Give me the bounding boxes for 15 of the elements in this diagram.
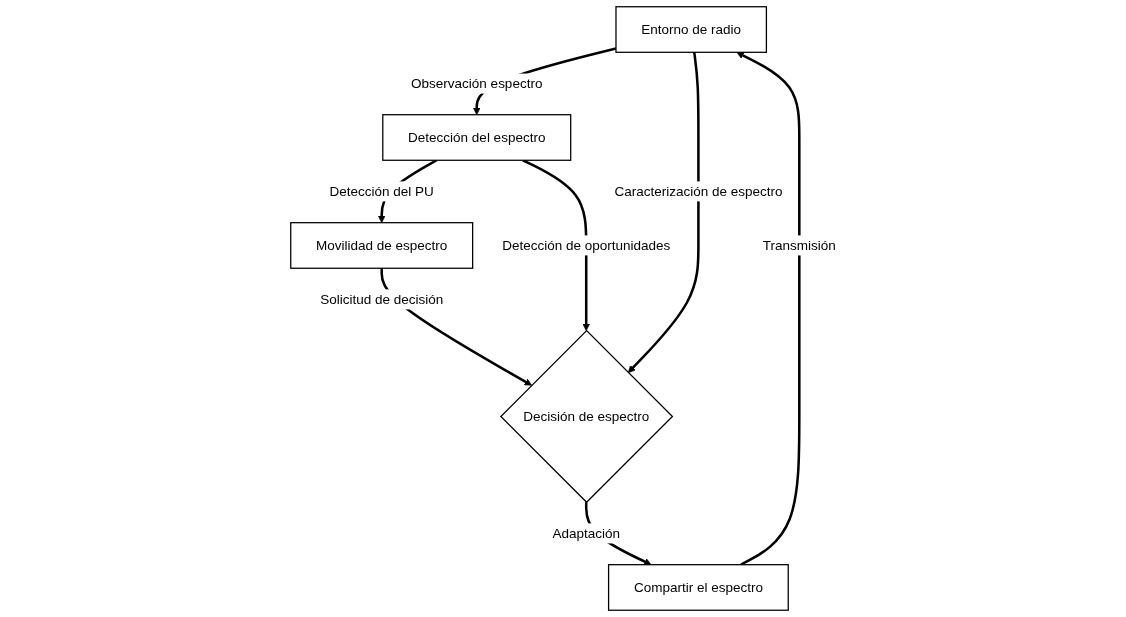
edge-label: Solicitud de decisión — [319, 291, 443, 307]
edge-label: Detección del PU — [329, 183, 434, 199]
node-box: Entorno de radio — [615, 6, 767, 53]
edge-label: Observación espectro — [410, 75, 543, 91]
arrow — [522, 159, 590, 331]
edge-label: Adaptación — [552, 525, 620, 541]
edge-label: Transmisión — [762, 237, 836, 253]
node-box: Compartir el espectro — [607, 564, 789, 611]
node-box: Detección del espectro — [381, 114, 572, 161]
node-diamond: Decisión de espectro — [499, 329, 674, 504]
edge-label: Detección de oportunidades — [501, 237, 670, 253]
edge-label: Caracterización de espectro — [614, 183, 783, 199]
arrow — [736, 51, 801, 566]
node-box: Movilidad de espectro — [289, 222, 473, 269]
arrow — [627, 52, 700, 373]
